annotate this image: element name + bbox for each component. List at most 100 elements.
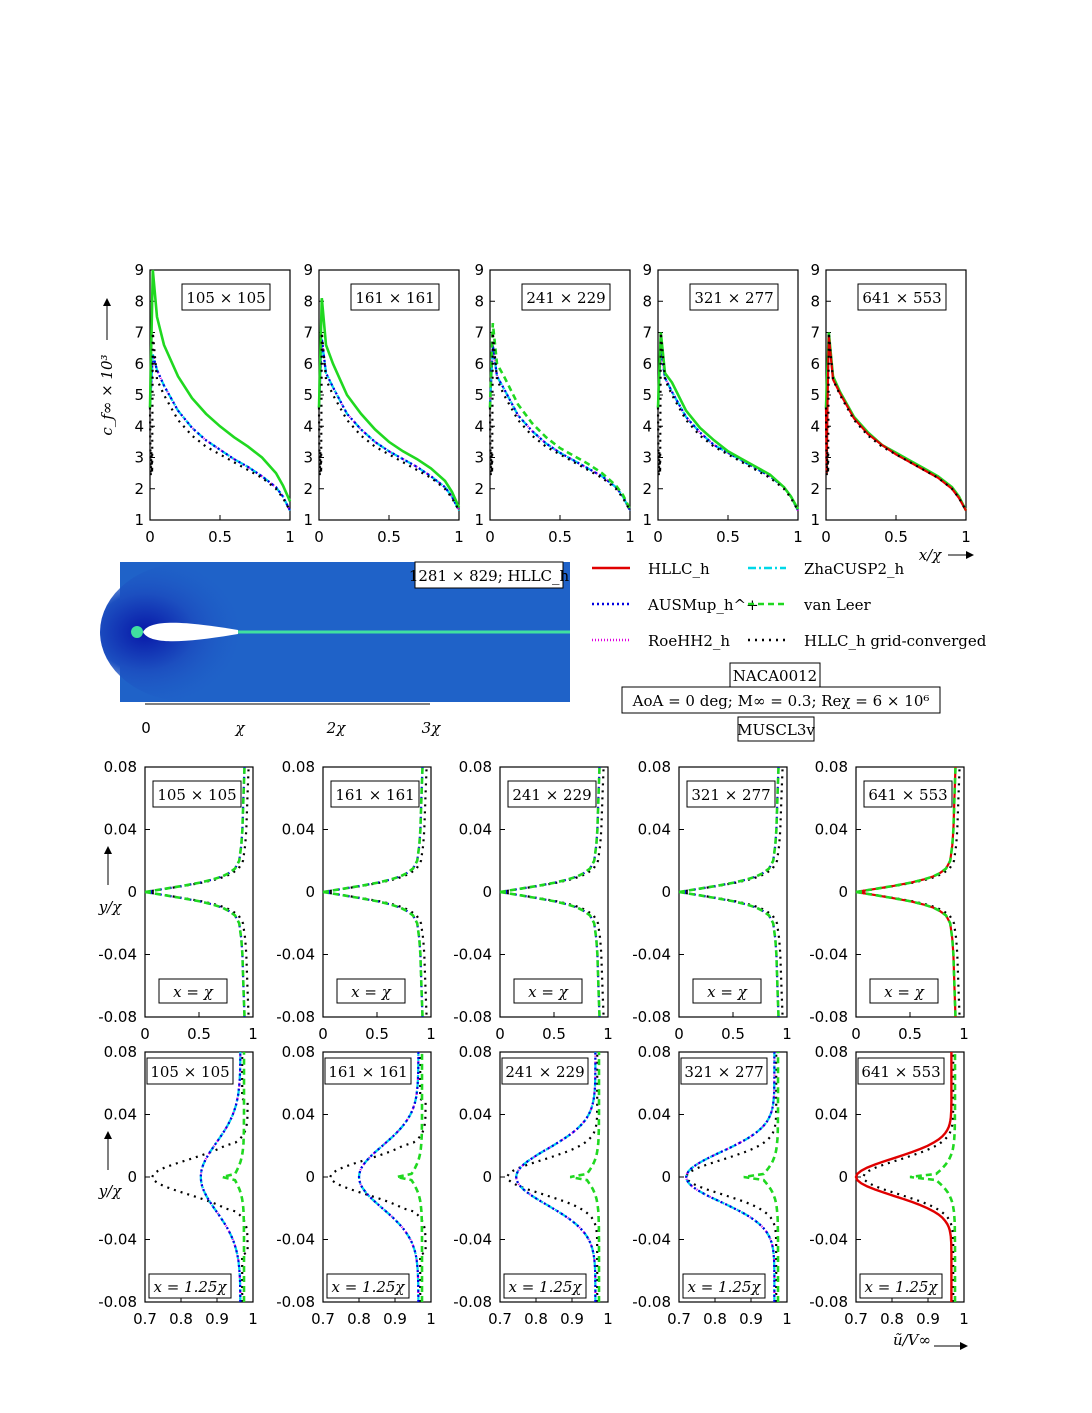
y-tick-label: -0.04	[809, 946, 848, 964]
y-tick-label: 0	[482, 883, 492, 901]
y-tick-label: 1	[474, 511, 484, 529]
roehh2-line	[488, 344, 631, 512]
y-tick-label: -0.08	[809, 1293, 848, 1311]
grid-label-box	[857, 283, 947, 311]
x-tick-label: 0.5	[187, 1025, 211, 1043]
x-tick-label: 0.5	[884, 528, 908, 546]
zhacusp2-line	[685, 1052, 776, 1302]
roehh2-line	[656, 347, 799, 512]
roehh2-line	[148, 354, 291, 512]
x-tick-label: 0.8	[524, 1310, 548, 1328]
grid-label-box	[686, 780, 776, 808]
y-tick-label: 0	[661, 1168, 671, 1186]
grid-label-box	[680, 1057, 768, 1085]
x-tick-label: 0.9	[383, 1310, 407, 1328]
x-tick-label: 0.7	[844, 1310, 868, 1328]
y-tick-label: 5	[134, 386, 144, 404]
grid-label-box	[507, 780, 597, 808]
x-tick-label: 1	[426, 1025, 436, 1043]
station-label: x = 1.25χ	[331, 1278, 405, 1296]
y-tick-label: 3	[474, 449, 484, 467]
contour-tick-0: 0	[141, 719, 151, 737]
roehh2-line	[357, 1052, 420, 1302]
station-label-box	[503, 1273, 587, 1299]
y-tick-label: 4	[810, 417, 820, 435]
y-tick-label: 0	[127, 883, 137, 901]
y-tick-label: 0.04	[104, 821, 137, 839]
ausmup-line	[317, 338, 460, 512]
ausmup-lower	[499, 890, 601, 1018]
grid-label-box	[689, 283, 779, 311]
vanleer-line	[488, 322, 632, 510]
y-tick-label: 0.08	[104, 1043, 137, 1061]
x-tick-label: 0	[314, 528, 324, 546]
cf-y-axis-label: c_f∞ × 10³	[98, 354, 116, 435]
y-tick-label: 2	[474, 480, 484, 498]
grid-label: 241 × 229	[505, 1063, 584, 1081]
conditions-label: AoA = 0 deg; M∞ = 0.3; Reχ = 6 × 10⁶	[632, 692, 930, 710]
y-tick-label: 0.04	[459, 1106, 492, 1124]
vanleer-upper	[144, 766, 246, 894]
x-tick-label: 0.9	[560, 1310, 584, 1328]
station-label-box	[869, 978, 939, 1004]
y-tick-label: -0.04	[276, 1231, 315, 1249]
airfoil-shape	[143, 622, 238, 642]
y-axis-arrow-head	[104, 846, 112, 854]
y-tick-label: 0.04	[282, 821, 315, 839]
zhacusp2-line	[515, 1052, 597, 1302]
hllc-line	[824, 335, 967, 512]
y-tick-label: 9	[474, 261, 484, 279]
station-label: x = χ	[173, 983, 214, 1001]
y-tick-label: 0.08	[459, 1043, 492, 1061]
x-tick-label: 0	[851, 1025, 861, 1043]
converged-line	[861, 1052, 955, 1302]
grid-label: 241 × 229	[526, 289, 605, 307]
grid-label-box	[350, 283, 440, 311]
vanleer-upper	[678, 766, 780, 894]
converged-line	[505, 1052, 599, 1302]
y-tick-label: 8	[303, 292, 313, 310]
y-tick-label: 0.04	[638, 1106, 671, 1124]
x-tick-label: 0.8	[347, 1310, 371, 1328]
x-tick-label: 0.5	[548, 528, 572, 546]
y-tick-label: -0.04	[632, 1231, 671, 1249]
zhacusp2-line	[656, 347, 799, 512]
y-tick-label: 7	[134, 324, 144, 342]
zhacusp2-line	[148, 354, 291, 512]
y-tick-label: 7	[474, 324, 484, 342]
wake-panel-frame	[144, 1051, 254, 1303]
y-tick-label: 0.04	[282, 1106, 315, 1124]
vanleer-line	[909, 1052, 957, 1302]
x-tick-label: 1	[782, 1310, 792, 1328]
grid-label: 321 × 277	[694, 289, 773, 307]
legend-label-RoeHH2h: RoeHH2_h	[648, 632, 730, 650]
vanleer-line	[317, 297, 461, 509]
y-tick-label: 0.08	[282, 1043, 315, 1061]
x-tick-label: 0	[674, 1025, 684, 1043]
y-tick-label: 6	[474, 355, 484, 373]
x-tick-label: 0.7	[133, 1310, 157, 1328]
y-tick-label: 0.04	[459, 821, 492, 839]
converged-line	[328, 1052, 427, 1302]
vanleer-upper	[499, 766, 601, 894]
x-tick-label: 1	[603, 1310, 613, 1328]
x-tick-label: 0.8	[169, 1310, 193, 1328]
y-tick-label: 5	[474, 386, 484, 404]
x-tick-label: 0.7	[311, 1310, 335, 1328]
ausmup-lower	[678, 890, 780, 1018]
vanleer-lower	[855, 890, 957, 1018]
y-tick-label: 0.04	[104, 1106, 137, 1124]
y-tick-label: 9	[642, 261, 652, 279]
y-tick-label: 0.08	[815, 758, 848, 776]
x-tick-label: 0.5	[716, 528, 740, 546]
ausmup-lower	[144, 890, 246, 1018]
hllc-line	[854, 1052, 953, 1302]
